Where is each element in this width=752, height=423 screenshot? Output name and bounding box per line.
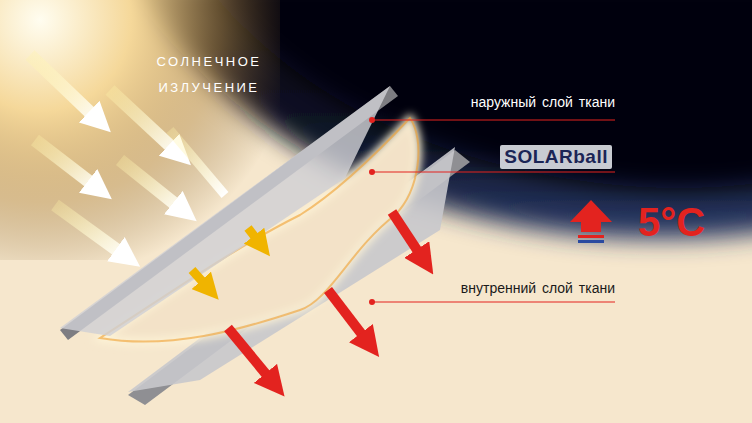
- temperature-value: 5°C: [638, 200, 705, 245]
- layer-label: внутренний слой ткани: [461, 280, 615, 296]
- brand-logo: SOLARball: [500, 145, 612, 169]
- radiation-label: СОЛНЕЧНОЕ ИЗЛУЧЕНИЕ: [134, 49, 284, 101]
- layer-label: наружный слой ткани: [471, 94, 615, 110]
